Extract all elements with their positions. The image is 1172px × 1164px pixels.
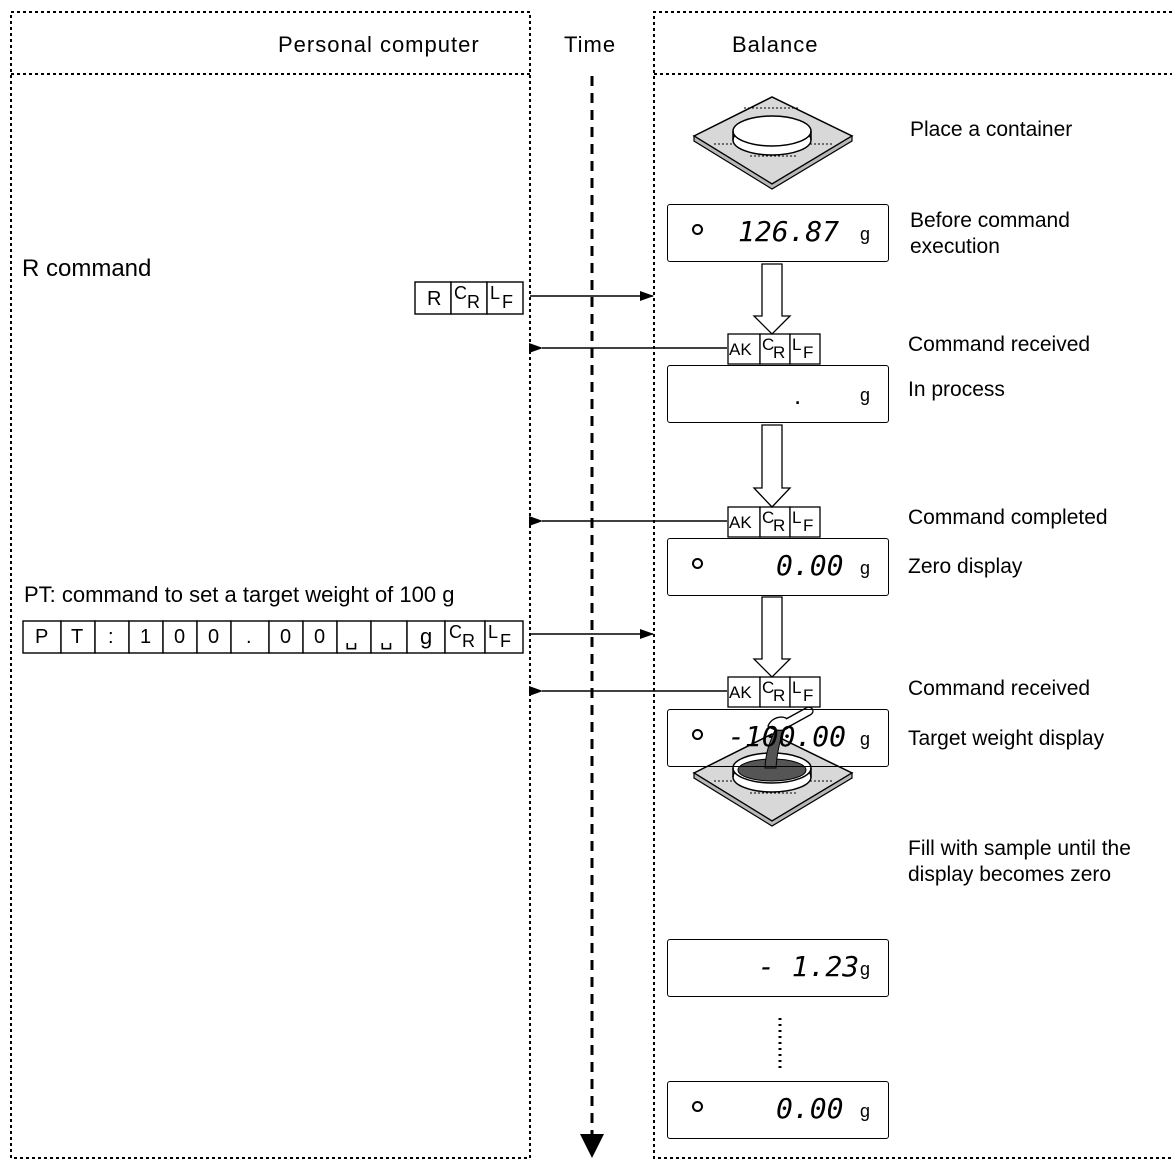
r-code-C: C <box>454 283 467 303</box>
ack-code-R: R <box>773 516 786 535</box>
r-command-label: R command <box>22 255 152 282</box>
pc-panel <box>10 11 531 1159</box>
stable-indicator-icon <box>692 558 703 569</box>
pt-char: 0 <box>280 626 292 648</box>
display-unit: g <box>860 959 871 979</box>
r-code-R: R <box>427 288 442 310</box>
display-unit: g <box>860 558 871 578</box>
r-code-F: F <box>502 292 513 312</box>
ack-box-2 <box>727 506 821 538</box>
ack-code-L: L <box>792 335 802 354</box>
ack-code-R: R <box>773 343 786 362</box>
note-zero-display: Zero display <box>908 555 1023 578</box>
header-personal-computer: Personal computer <box>278 32 480 57</box>
ack-code-C: C <box>762 335 775 354</box>
ack-code-AK: AK <box>729 683 752 702</box>
pt-code-R: R <box>462 631 475 651</box>
stable-indicator-icon <box>692 224 703 235</box>
pt-char: T <box>71 626 84 648</box>
flow-arrow-3 <box>752 596 792 678</box>
display-value: 0.00 <box>776 1092 844 1125</box>
display-before-command: 126.87 g <box>667 204 889 262</box>
display-value: 0.00 <box>776 549 844 582</box>
r-code-R-sub: R <box>467 292 480 312</box>
note-fill-sample: Fill with sample until the display becom… <box>908 837 1131 886</box>
pt-char: 0 <box>174 626 186 648</box>
ack-code-AK: AK <box>729 340 752 359</box>
display-unit: g <box>860 385 871 405</box>
flow-arrow-2 <box>752 424 792 508</box>
note-before-command: Before command execution <box>910 209 1070 258</box>
header-balance: Balance <box>732 32 819 57</box>
pt-char: 0 <box>208 626 220 648</box>
stable-indicator-icon <box>692 729 703 740</box>
pt-code-L: L <box>488 622 499 642</box>
display-value: - 1.23 <box>758 950 860 983</box>
stable-indicator-icon <box>692 1101 703 1112</box>
balance-tray-filling-illustration <box>692 706 854 827</box>
ack-box-1 <box>727 333 821 365</box>
pt-char: 0 <box>314 626 326 648</box>
pt-char-space: ␣ <box>380 628 393 650</box>
ack-code-AK: AK <box>729 513 752 532</box>
display-unit: g <box>860 729 871 749</box>
balance-tray-container-illustration <box>692 96 854 190</box>
display-filling: - 1.23 g <box>667 939 889 997</box>
note-in-process: In process <box>908 378 1005 401</box>
pt-code-C: C <box>449 622 462 642</box>
display-zero-final: 0.00 g <box>667 1081 889 1139</box>
display-target-weight: -100.00 g <box>667 709 889 767</box>
note-place-container: Place a container <box>910 118 1073 141</box>
display-unit: g <box>860 224 871 244</box>
balance-panel <box>653 11 1172 1159</box>
display-unit: g <box>860 1101 871 1121</box>
display-value: . <box>794 380 802 410</box>
display-zero: 0.00 g <box>667 538 889 596</box>
flow-arrow-1 <box>752 263 792 335</box>
pt-code-F: F <box>500 631 511 651</box>
pt-char: : <box>108 626 114 648</box>
r-code-L: L <box>490 283 501 303</box>
pt-char: g <box>420 624 433 649</box>
pt-char-space: ␣ <box>345 628 358 650</box>
pt-command-frame <box>22 620 524 654</box>
time-axis-arrowhead <box>580 1134 604 1158</box>
pt-char: P <box>35 626 49 648</box>
pt-char: 1 <box>140 626 152 648</box>
ack-code-F: F <box>803 516 814 535</box>
ack-code-L: L <box>792 678 802 697</box>
pt-command-label: PT: command to set a target weight of 10… <box>24 582 455 607</box>
pt-char: . <box>246 626 252 648</box>
note-command-received-2: Command received <box>908 677 1091 700</box>
ack-box-3 <box>727 676 821 708</box>
ack-code-C: C <box>762 508 775 527</box>
ack-code-F: F <box>803 343 814 362</box>
ack-code-F: F <box>803 686 814 705</box>
note-target-weight: Target weight display <box>908 727 1105 750</box>
ack-code-L: L <box>792 508 802 527</box>
ack-code-R: R <box>773 686 786 705</box>
display-value: -100.00 <box>728 720 847 753</box>
display-in-process: . g <box>667 365 889 423</box>
note-command-completed: Command completed <box>908 506 1108 529</box>
r-command-frame <box>414 281 524 315</box>
display-value: 126.87 <box>738 215 840 248</box>
ack-code-C: C <box>762 678 775 697</box>
note-command-received-1: Command received <box>908 333 1091 356</box>
header-time: Time <box>564 32 617 57</box>
